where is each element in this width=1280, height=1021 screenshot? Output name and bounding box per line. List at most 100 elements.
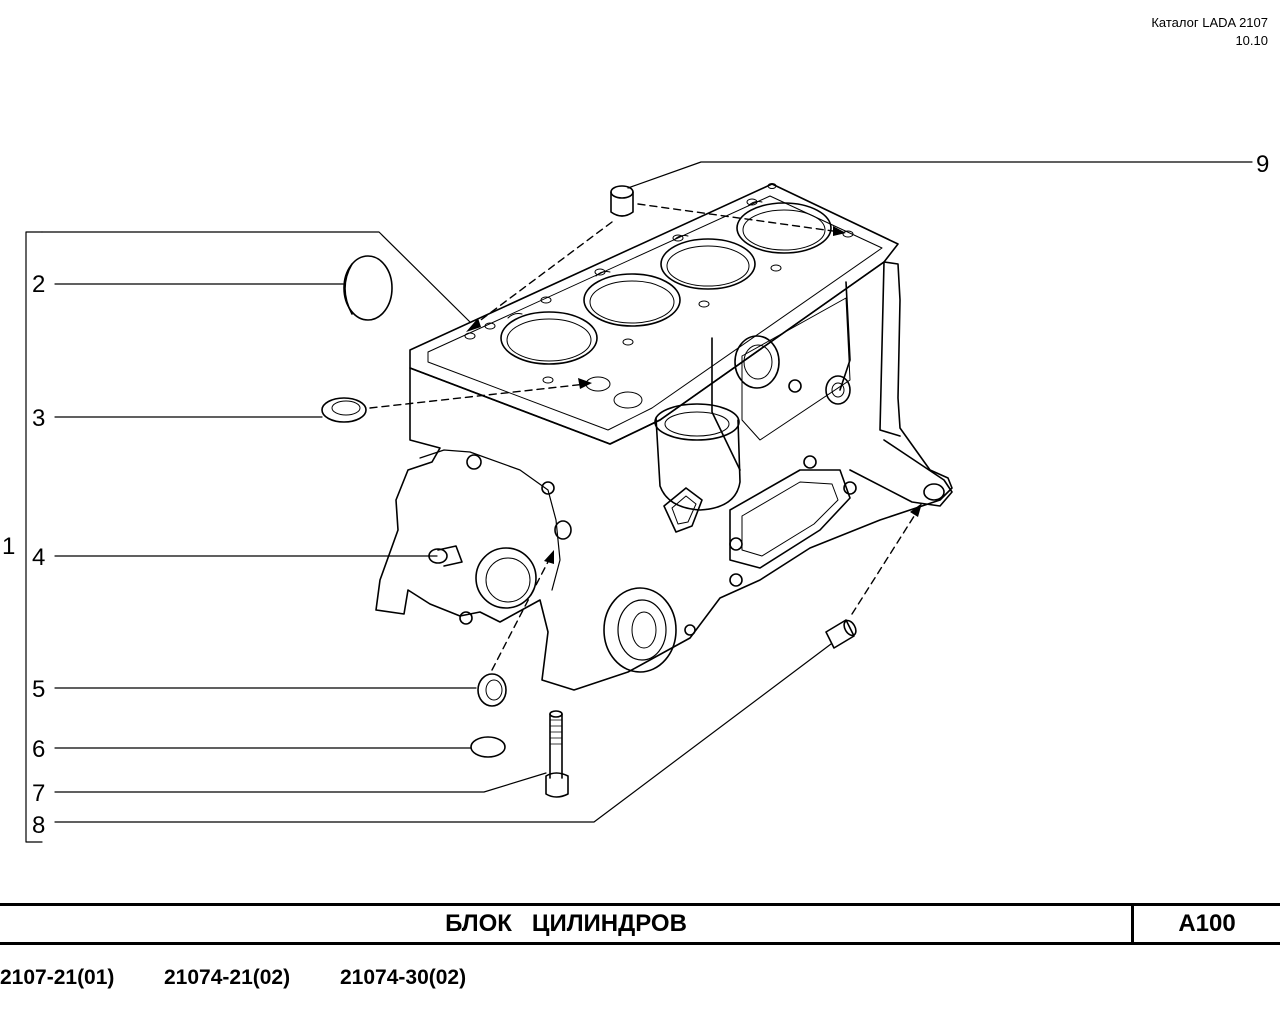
deck-hole — [842, 230, 854, 238]
seal-ring-outer — [321, 397, 367, 423]
deck-slot — [673, 235, 689, 241]
bolt-thread — [549, 719, 563, 745]
rear-main-bore-inner — [485, 557, 531, 603]
arrow-sleeve-to-block — [469, 221, 613, 329]
title-bar: БЛОК ЦИЛИНДРОВ А100 — [0, 903, 1280, 945]
arrow-ring-to-bore — [491, 555, 552, 671]
callout-3: 3 — [32, 405, 45, 432]
deck-hole — [622, 338, 634, 346]
model-code: 2107-21(01) — [0, 966, 115, 989]
leader-line-1 — [41, 231, 471, 323]
cylinder-bore-4-inner — [742, 209, 826, 251]
flange-bolt — [803, 455, 817, 469]
callout-7: 7 — [32, 780, 45, 807]
block-right-edge — [879, 261, 901, 437]
leader-lines — [25, 161, 1253, 843]
arrow-sleeve-to-deck — [637, 203, 841, 233]
callout-2: 2 — [32, 271, 45, 298]
arrow-seal-to-bore — [369, 383, 587, 409]
cylinder-bore-2 — [583, 273, 681, 327]
cylinder-bore-3 — [660, 238, 756, 290]
deck-hole — [540, 296, 552, 304]
block-side-rib — [711, 337, 741, 471]
model-code: 21074-21(02) — [164, 966, 291, 989]
diagram-title: БЛОК ЦИЛИНДРОВ — [445, 910, 687, 937]
leader-line-7 — [54, 772, 547, 793]
side-plug-boss — [734, 335, 780, 389]
deck-hole — [613, 391, 643, 409]
deck-hole — [484, 322, 496, 330]
part-4-fitting — [428, 545, 463, 567]
catalog-name: Каталог LADA 2107 — [1151, 15, 1268, 30]
deck-slot — [595, 271, 611, 277]
distributor-boss-top — [654, 403, 740, 441]
arrowhead-1 — [466, 318, 481, 332]
front-plate-outline — [419, 449, 561, 591]
fitting-head — [428, 548, 448, 564]
part-2-core-plug — [343, 255, 393, 321]
title-divider — [1131, 906, 1134, 942]
deck-hole — [542, 376, 554, 384]
dowel-end — [843, 619, 857, 637]
small-seal-inner — [485, 679, 503, 701]
callout-5: 5 — [32, 676, 45, 703]
deck-slot — [747, 201, 763, 207]
oil-filter-flange — [729, 469, 851, 569]
catalog-header: Каталог LADA 2107 10.10 — [1151, 14, 1268, 50]
deck-slot — [507, 313, 523, 319]
arrowhead-2 — [833, 226, 846, 236]
exploded-view-diagram: 1 2 3 4 5 6 7 8 9 — [2, 151, 1269, 843]
cylinder-bore-2-inner — [589, 280, 675, 324]
deck-hole — [464, 332, 476, 340]
cylinder-block — [375, 183, 953, 691]
crank-seal-ring — [617, 599, 667, 661]
deck-hole — [585, 376, 611, 392]
small-plug-face — [470, 736, 506, 758]
oil-filter-flange-inner — [741, 481, 839, 557]
engine-mount-bracket — [849, 439, 953, 507]
deck-hole — [698, 300, 710, 308]
front-plate-bolt — [541, 481, 555, 495]
seal-ring-inner — [331, 400, 361, 416]
crank-seal-bore — [631, 611, 657, 649]
sleeve-body — [610, 191, 634, 217]
leader-line-9 — [627, 161, 1253, 189]
core-plug-face — [343, 255, 393, 321]
deck-hole — [767, 183, 777, 189]
block-side-rib — [839, 281, 851, 391]
arrowhead-4 — [544, 550, 554, 564]
crank-seal-housing — [603, 587, 677, 673]
flange-bolt — [729, 573, 743, 587]
part-6-small-plug — [470, 736, 506, 758]
assembly-arrows — [369, 203, 919, 671]
leader-line-8 — [54, 643, 832, 823]
fuel-pump-pad-inner — [671, 495, 697, 525]
deck-holes — [464, 183, 854, 409]
cylinder-bore-1 — [500, 311, 598, 365]
flange-bolt — [729, 537, 743, 551]
distributor-boss — [655, 417, 741, 511]
bolt-tip — [549, 710, 563, 718]
cylinder-bore-3-inner — [666, 245, 750, 287]
flange-bolt — [684, 624, 696, 636]
flange-bolt — [843, 481, 857, 495]
part-3-seal-ring — [321, 397, 367, 423]
block-front-face — [375, 261, 953, 691]
distributor-boss-bore — [664, 411, 730, 437]
deck-hole — [770, 264, 782, 272]
arrow-pin-to-flange — [851, 509, 919, 615]
callout-6: 6 — [32, 736, 45, 763]
callout-numbers: 1 2 3 4 5 6 7 8 9 — [2, 151, 1269, 839]
dowel-body — [825, 619, 855, 649]
callout-9: 9 — [1256, 151, 1269, 178]
cylinder-bore-1-inner — [506, 318, 592, 362]
part-8-dowel-pin — [825, 619, 857, 649]
small-seal-outer — [477, 673, 507, 707]
group-1-bracket — [25, 231, 43, 843]
callout-1: 1 — [2, 533, 15, 560]
block-side-panel — [741, 297, 851, 441]
section-code: А100 — [1178, 910, 1236, 937]
engine-mount-hole — [923, 483, 945, 501]
side-plug-boss-inner — [743, 344, 773, 380]
model-code: 21074-30(02) — [340, 966, 467, 989]
